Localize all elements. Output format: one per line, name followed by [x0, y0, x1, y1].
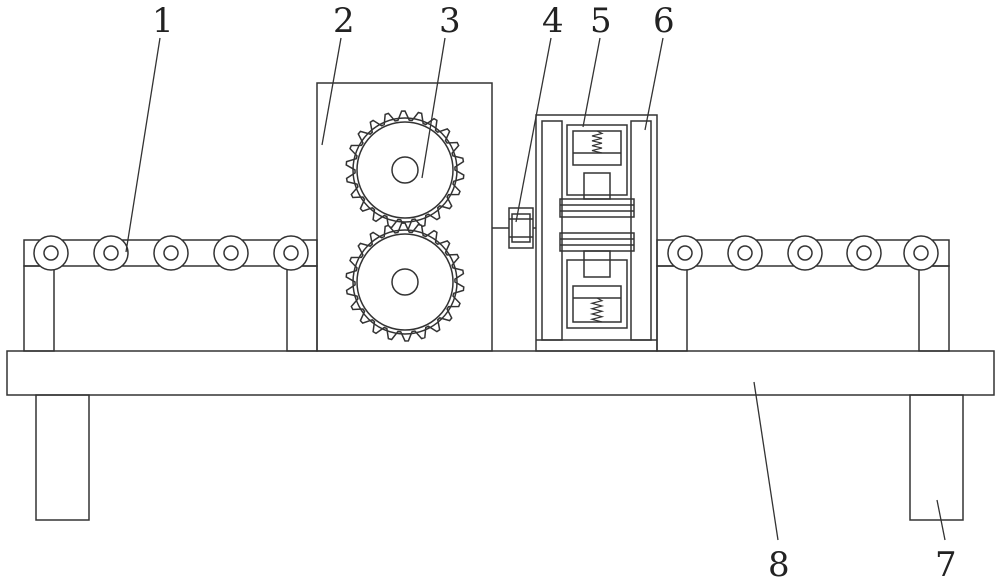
- right-conveyor-post-left: [656, 265, 688, 352]
- lower-spring: [589, 297, 605, 323]
- left-conveyor-post-right: [286, 265, 318, 352]
- leader-line-5: [582, 37, 601, 128]
- upper-spring: [591, 130, 604, 154]
- upper-gear: [345, 110, 465, 230]
- support-leg-right: [909, 394, 964, 521]
- left-roller-2: [93, 235, 129, 271]
- right-roller-2: [727, 235, 763, 271]
- label-4: 4: [542, 1, 564, 41]
- label-7: 7: [935, 545, 957, 585]
- right-roller-1: [667, 235, 703, 271]
- right-roller-3: [787, 235, 823, 271]
- left-conveyor-post-left: [23, 265, 55, 352]
- leader-line-4: [515, 37, 552, 223]
- right-conveyor-rollers: [667, 235, 939, 271]
- gear-housing: [316, 82, 493, 352]
- right-roller-4: [846, 235, 882, 271]
- leader-line-3: [421, 37, 446, 179]
- leader-line-7: [936, 499, 946, 541]
- machine-structure: [6, 82, 995, 521]
- left-conveyor-rollers: [33, 235, 309, 271]
- leader-line-8: [753, 381, 779, 541]
- press-frame-inner-right: [630, 120, 652, 341]
- label-2: 2: [333, 1, 355, 41]
- leader-lines: [125, 37, 946, 541]
- coupling: [492, 207, 536, 249]
- support-leg-left: [35, 394, 90, 521]
- label-5: 5: [590, 1, 612, 41]
- press-frame: [535, 114, 658, 352]
- press-frame-inner-left: [541, 120, 563, 341]
- left-roller-4: [213, 235, 249, 271]
- left-roller-3: [153, 235, 189, 271]
- leader-line-6: [644, 37, 664, 131]
- label-1: 1: [152, 1, 174, 41]
- lower-gear: [345, 222, 465, 342]
- right-conveyor-post-right: [918, 265, 950, 352]
- upper-press-unit: [559, 124, 635, 218]
- label-6: 6: [653, 1, 675, 41]
- base-table: [6, 350, 995, 396]
- gear-pair: [345, 110, 465, 342]
- right-roller-5: [903, 235, 939, 271]
- leader-line-1: [125, 37, 161, 253]
- label-3: 3: [439, 1, 461, 41]
- leader-line-2: [321, 37, 342, 146]
- lower-press-unit: [559, 232, 635, 329]
- left-roller-5: [273, 235, 309, 271]
- label-8: 8: [768, 545, 790, 585]
- left-roller-1: [33, 235, 69, 271]
